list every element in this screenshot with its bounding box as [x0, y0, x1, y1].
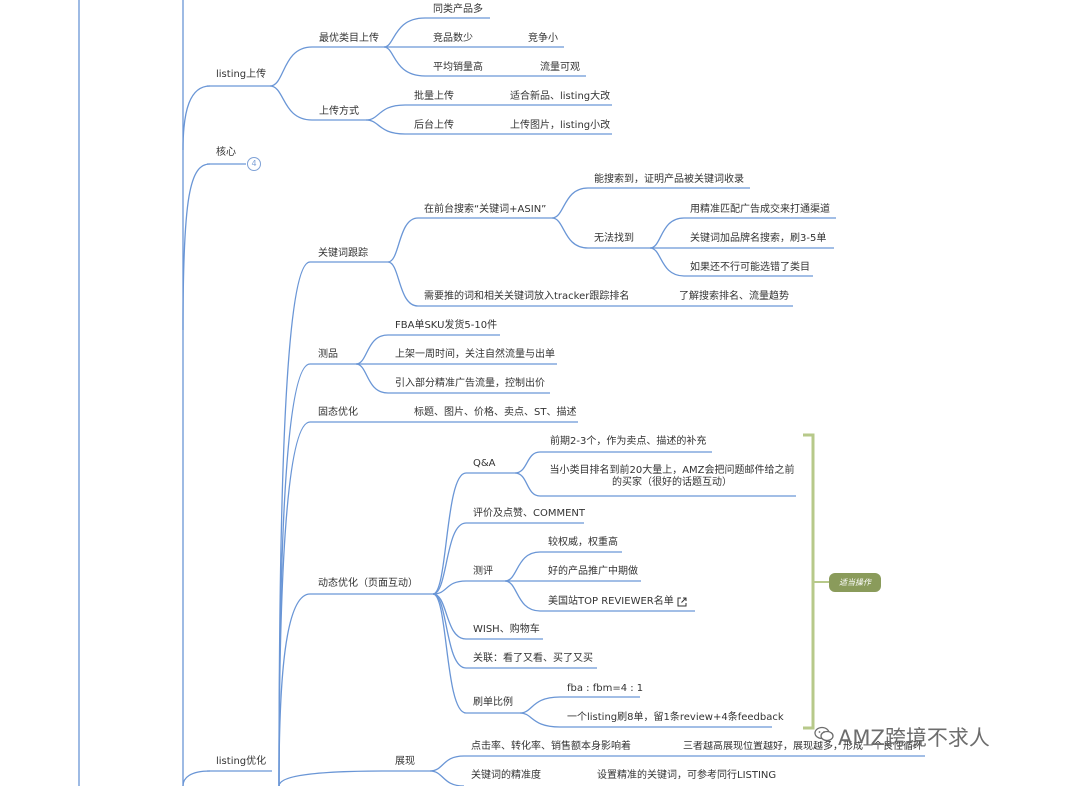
node-bulk-use[interactable]: 适合新品、listing大改 [510, 91, 611, 102]
proper-operation-tag[interactable]: 适当操作 [829, 573, 881, 592]
node-test-1[interactable]: FBA单SKU发货5-10件 [395, 320, 498, 331]
node-qa-1[interactable]: 前期2-3个，作为卖点、描述的补充 [550, 436, 707, 447]
node-kw-precision-result[interactable]: 设置精准的关键词，可参考同行LISTING [597, 770, 777, 781]
node-display[interactable]: 展现 [395, 756, 415, 767]
node-review-like[interactable]: 评价及点赞、COMMENT [473, 508, 586, 519]
node-listing-upload[interactable]: listing上传 [216, 69, 267, 80]
node-avg-sales-high[interactable]: 平均销量高 [433, 62, 483, 73]
node-not-found-3[interactable]: 如果还不行可能选错了类目 [690, 262, 810, 273]
node-ctr[interactable]: 点击率、转化率、销售额本身影响着 [471, 741, 631, 752]
watermark-text: AMZ跨境不求人 [838, 726, 990, 750]
node-backend-use[interactable]: 上传图片，listing小改 [510, 120, 611, 131]
node-brush-ratio[interactable]: 刷单比例 [473, 697, 513, 708]
node-tracker-result[interactable]: 了解搜索排名、流量趋势 [679, 291, 789, 302]
node-wish[interactable]: WISH、购物车 [473, 624, 540, 635]
node-eval[interactable]: 测评 [473, 566, 493, 577]
node-not-found[interactable]: 无法找到 [594, 233, 634, 244]
node-not-found-2[interactable]: 关键词加品牌名搜索，刷3-5单 [690, 233, 827, 244]
node-qa-2-line1: 当小类目排名到前20大量上，AMZ会把问题邮件给之前 [549, 465, 795, 476]
node-eval-3[interactable]: 美国站TOP REVIEWER名单 [548, 596, 674, 607]
collapsed-count-badge[interactable]: 4 [247, 157, 261, 171]
node-kw-tracking[interactable]: 关键词跟踪 [318, 248, 368, 259]
node-static-opt[interactable]: 固态优化 [318, 407, 358, 418]
node-eval-2[interactable]: 好的产品推广中期做 [548, 566, 638, 577]
node-kw-precision[interactable]: 关键词的精准度 [471, 770, 541, 781]
node-test-3[interactable]: 引入部分精准广告流量，控制出价 [395, 378, 545, 389]
node-competitors-few[interactable]: 竞品数少 [433, 33, 473, 44]
node-listing-opt[interactable]: listing优化 [216, 756, 267, 767]
node-search-front[interactable]: 在前台搜索“关键词+ASIN” [424, 204, 547, 215]
node-brush-ratio-2[interactable]: 一个listing刷8单，留1条review+4条feedback [567, 712, 784, 723]
node-upload-method[interactable]: 上传方式 [319, 106, 359, 117]
node-static-items[interactable]: 标题、图片、价格、卖点、ST、描述 [414, 407, 577, 418]
node-tracker[interactable]: 需要推的词和相关关键词放入tracker跟踪排名 [424, 291, 630, 302]
node-similar-many[interactable]: 同类产品多 [433, 4, 483, 15]
node-competition-small[interactable]: 竞争小 [528, 33, 558, 44]
node-brush-ratio-1[interactable]: fba : fbm=4 : 1 [567, 683, 644, 694]
node-dynamic-opt[interactable]: 动态优化（页面互动） [318, 578, 418, 589]
node-test-product[interactable]: 测品 [318, 349, 338, 360]
node-traffic-good[interactable]: 流量可观 [540, 62, 580, 73]
node-best-category[interactable]: 最优类目上传 [319, 33, 379, 44]
node-core[interactable]: 核心 [216, 147, 236, 158]
node-backend-upload[interactable]: 后台上传 [414, 120, 454, 131]
node-qa[interactable]: Q&A [473, 458, 496, 469]
node-related[interactable]: 关联：看了又看、买了又买 [473, 653, 593, 664]
node-found[interactable]: 能搜索到，证明产品被关键词收录 [594, 174, 744, 185]
node-eval-1[interactable]: 较权威，权重高 [548, 537, 618, 548]
node-ctr-result[interactable]: 三者越高展现位置越好，展现越多，形成一个良性循环 [683, 741, 923, 752]
node-qa-2-line2: 的买家（很好的话题互动） [612, 477, 732, 488]
wechat-icon [814, 726, 834, 742]
external-link-icon[interactable] [677, 597, 687, 607]
node-bulk-upload[interactable]: 批量上传 [414, 91, 454, 102]
node-qa-2[interactable]: 当小类目排名到前20大量上，AMZ会把问题邮件给之前 的买家（很好的话题互动） [548, 465, 796, 489]
node-not-found-1[interactable]: 用精准匹配广告成交来打通渠道 [690, 204, 830, 215]
node-test-2[interactable]: 上架一周时间，关注自然流量与出单 [395, 349, 555, 360]
